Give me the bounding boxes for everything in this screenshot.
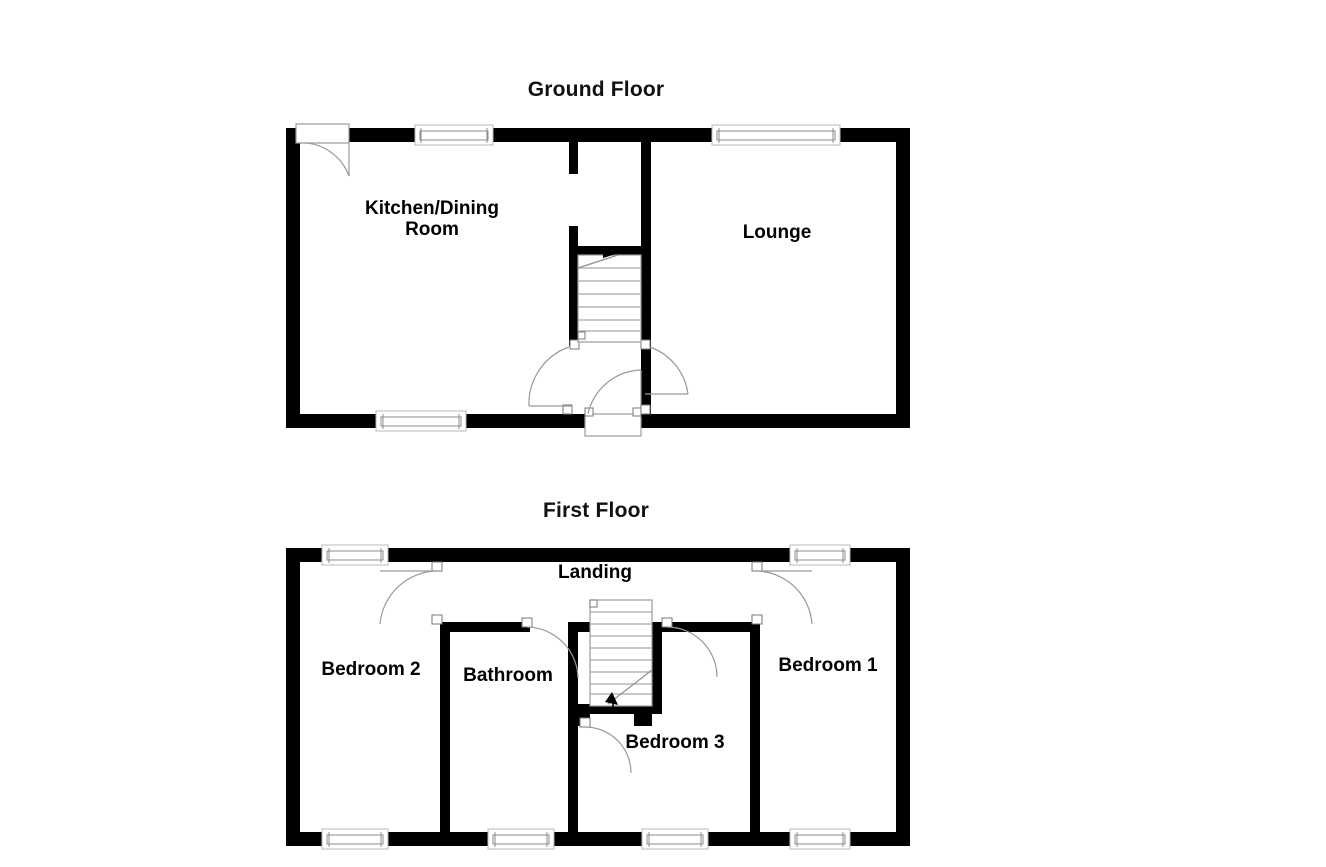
room-label-bedroom2: Bedroom 2 (321, 659, 421, 680)
ground-door-kitchen-hall (528, 339, 580, 415)
first-window-bathroom-bottom (487, 828, 555, 850)
room-label-bedroom1: Bedroom 1 (778, 655, 878, 676)
ground-exterior-walls (286, 128, 910, 428)
room-label-bathroom: Bathroom (463, 665, 553, 686)
first-door-bedroom1 (751, 561, 813, 625)
room-label-lounge: Lounge (742, 222, 812, 243)
first-floor-drawing (286, 544, 910, 850)
ground-window-kitchen-bottom (375, 410, 467, 432)
first-exterior-walls (286, 548, 910, 846)
ground-floor-title: Ground Floor (527, 78, 665, 101)
room-label-bedroom3: Bedroom 3 (625, 732, 725, 753)
ground-door-front (584, 369, 642, 437)
first-window-bedroom2-bottom (321, 828, 389, 850)
first-window-bedroom1-bottom (789, 828, 851, 850)
ground-door-lounge-hall (640, 339, 689, 415)
first-floor-title: First Floor (542, 499, 650, 522)
kitchen-dining-line2: Room (405, 218, 459, 240)
ground-floor-drawing (286, 123, 910, 437)
first-door-bedroom3 (579, 717, 632, 774)
ground-window-kitchen-top (414, 124, 494, 146)
first-interior-walls (440, 622, 760, 832)
first-door-bedroom1-inner (661, 617, 718, 678)
room-label-landing: Landing (558, 562, 632, 583)
first-window-bedroom1-top (789, 544, 851, 566)
kitchen-dining-line1: Kitchen/Dining (364, 198, 500, 219)
first-window-bedroom2-top (321, 544, 389, 566)
ground-staircase (577, 248, 642, 343)
room-label-kitchen-dining: Kitchen/Dining Room (364, 198, 500, 241)
ground-window-lounge-top (711, 124, 841, 146)
first-door-bathroom (521, 617, 579, 679)
first-staircase (589, 599, 653, 710)
first-window-bedroom3-bottom (641, 828, 709, 850)
first-door-bedroom2 (379, 561, 443, 625)
ground-door-rear (295, 123, 350, 177)
